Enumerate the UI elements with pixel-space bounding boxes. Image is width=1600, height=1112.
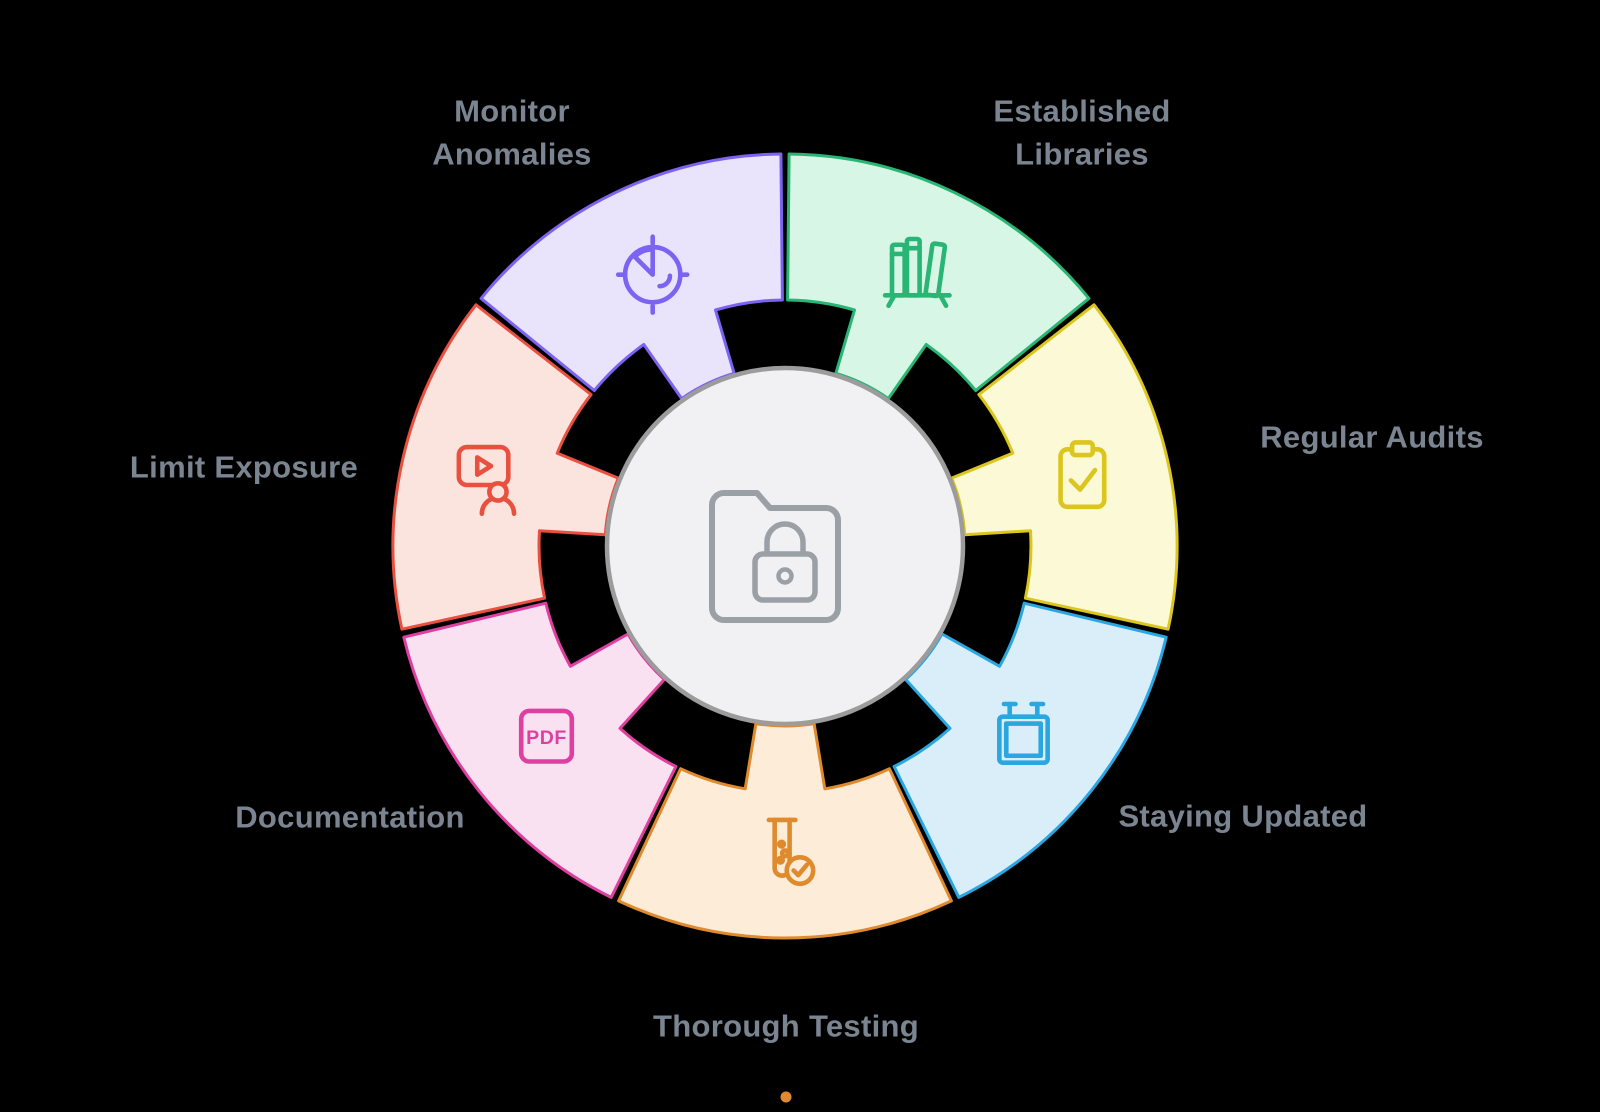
test-tube-check-icon bbox=[766, 817, 816, 887]
segment-established-libraries bbox=[786, 152, 1091, 401]
bottom-marker bbox=[780, 1091, 792, 1103]
label-documentation: Documentation bbox=[235, 799, 465, 835]
segment-documentation: PDF bbox=[402, 601, 678, 899]
segment-thorough-testing bbox=[617, 722, 953, 940]
label-staying-updated: Staying Updated bbox=[1118, 798, 1368, 834]
segment-staying-updated bbox=[892, 601, 1168, 899]
timer-icon bbox=[615, 234, 690, 315]
books-icon bbox=[882, 236, 952, 308]
label-regular-audits: Regular Audits bbox=[1260, 419, 1484, 455]
label-monitor-anomalies: Monitor Anomalies bbox=[432, 93, 592, 172]
segment-limit-exposure bbox=[391, 303, 620, 631]
label-thorough-testing: Thorough Testing bbox=[653, 1008, 919, 1044]
segment-shape-limit-exposure bbox=[391, 303, 620, 631]
segment-shape-monitor-anomalies bbox=[479, 152, 784, 401]
svg-text:PDF: PDF bbox=[526, 727, 567, 749]
video-person-icon bbox=[456, 444, 517, 517]
segment-shape-established-libraries bbox=[786, 152, 1091, 401]
folder-lock-icon bbox=[709, 490, 841, 623]
center-circle bbox=[604, 365, 966, 727]
segment-shape-thorough-testing bbox=[617, 722, 953, 940]
segment-regular-audits bbox=[950, 303, 1179, 631]
segment-shape-staying-updated bbox=[892, 601, 1168, 899]
label-established-libraries: Established Libraries bbox=[993, 93, 1171, 172]
segment-monitor-anomalies bbox=[479, 152, 784, 401]
calendar-icon bbox=[997, 701, 1050, 765]
label-limit-exposure: Limit Exposure bbox=[129, 449, 359, 485]
center-hub bbox=[604, 365, 966, 727]
segment-shape-documentation bbox=[402, 601, 678, 899]
segment-shape-regular-audits bbox=[950, 303, 1179, 631]
clipboard-check-icon bbox=[1058, 440, 1107, 510]
pdf-icon: PDF bbox=[518, 708, 575, 764]
